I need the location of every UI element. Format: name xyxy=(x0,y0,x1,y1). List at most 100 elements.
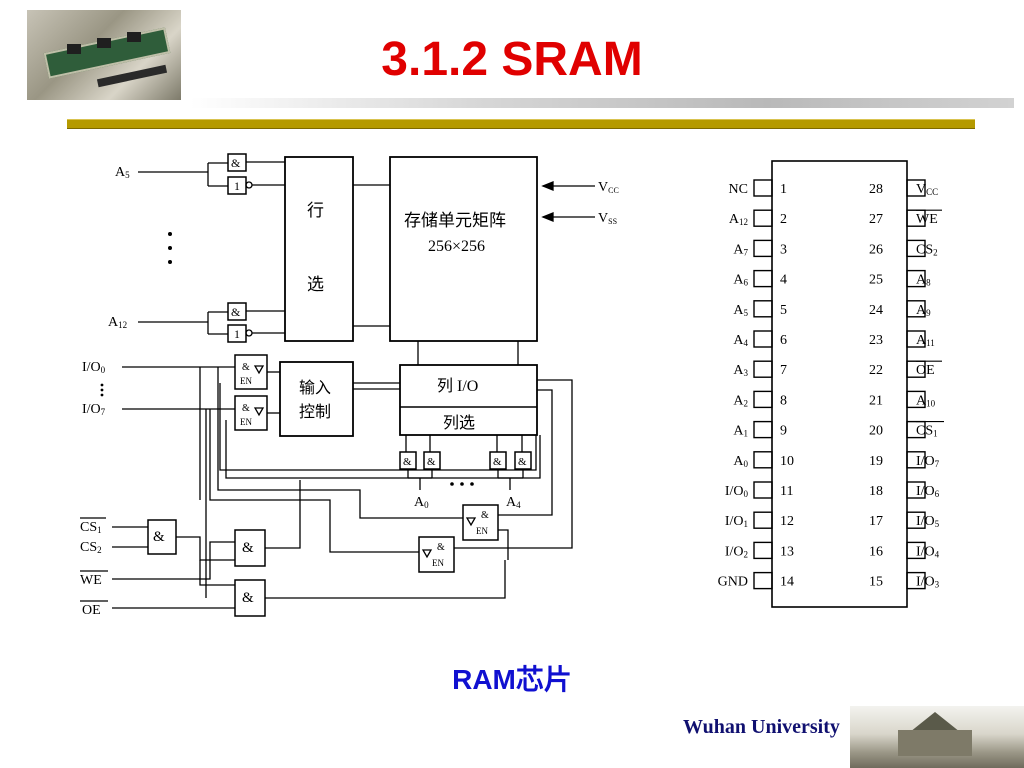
svg-text:&: & xyxy=(242,403,250,414)
pin-box-right xyxy=(906,300,926,318)
pin-number-right: 15 xyxy=(869,575,883,590)
pin-name-right: I/O5 xyxy=(916,514,940,529)
svg-text:VSS: VSS xyxy=(598,211,617,226)
figure-caption: RAM芯片 xyxy=(452,664,572,695)
svg-text:&: & xyxy=(231,156,241,170)
svg-text:输入: 输入 xyxy=(299,379,331,397)
io-bottom-input: I/O7 xyxy=(82,402,235,417)
svg-text:A12: A12 xyxy=(108,315,127,330)
pin-number-left: 7 xyxy=(780,363,787,378)
pin-name-right: I/O7 xyxy=(916,454,940,469)
pin-box-right xyxy=(906,239,926,258)
pin-box-left xyxy=(753,360,773,378)
pin-name-right: A10 xyxy=(916,393,936,408)
pin-number-left: 5 xyxy=(780,303,787,318)
pin-name-right: CS2 xyxy=(916,242,938,257)
pin-box-right xyxy=(906,390,926,409)
pin-box-right xyxy=(906,571,926,590)
pin-number-right: 21 xyxy=(869,393,883,408)
svg-text:EN: EN xyxy=(432,558,444,568)
vcc-input: VCC xyxy=(541,180,619,195)
pin-name-right: I/O6 xyxy=(916,484,940,499)
pin-number-right: 17 xyxy=(869,514,883,529)
pin-box-left xyxy=(753,481,773,499)
a0-label: A0 xyxy=(414,495,429,510)
pin-name-left: A5 xyxy=(733,303,748,318)
svg-text:&: & xyxy=(481,510,489,521)
vertical-ellipsis xyxy=(168,232,172,264)
title-underline-gradient xyxy=(190,98,1014,108)
pin-number-left: 11 xyxy=(780,484,793,499)
output-buffer-2 xyxy=(418,536,455,573)
svg-text:列选: 列选 xyxy=(443,414,475,432)
svg-text:256×256: 256×256 xyxy=(428,238,485,255)
svg-text:&: & xyxy=(403,456,412,468)
pin-box-right xyxy=(906,481,926,499)
pin-number-right: 25 xyxy=(869,273,883,288)
we-input: WE xyxy=(80,570,200,588)
pin-box-right xyxy=(906,451,926,469)
pin-number-right: 16 xyxy=(869,544,883,559)
svg-text:I/O7: I/O7 xyxy=(82,402,106,417)
output-buffer-1 xyxy=(462,504,499,541)
pin-box-left xyxy=(753,239,773,258)
svg-text:EN: EN xyxy=(476,526,488,536)
row-select-block xyxy=(284,156,354,342)
footer-university: Wuhan University xyxy=(683,716,840,738)
pin-number-left: 13 xyxy=(780,544,794,559)
svg-text:&: & xyxy=(242,590,254,606)
svg-text:&: & xyxy=(242,540,254,556)
svg-text:CS1: CS1 xyxy=(80,520,102,535)
svg-text:列 I/O: 列 I/O xyxy=(437,377,478,395)
pin-box-right xyxy=(906,330,926,348)
input-control-block xyxy=(279,361,354,437)
pin-name-right: A8 xyxy=(916,273,931,288)
pin-name-right: VCC xyxy=(916,182,938,197)
svg-text:存储单元矩阵: 存储单元矩阵 xyxy=(404,211,506,230)
pin-name-right: A9 xyxy=(916,303,931,318)
svg-text:1: 1 xyxy=(234,179,240,193)
pin-number-right: 24 xyxy=(869,303,883,318)
pin-box-left xyxy=(753,420,773,439)
pin-box-left xyxy=(753,300,773,318)
pin-number-right: 28 xyxy=(869,182,883,197)
pin-number-left: 14 xyxy=(780,575,794,590)
pin-box-left xyxy=(753,541,773,560)
svg-text:OE: OE xyxy=(82,603,101,618)
cs1-input: CS1 xyxy=(80,517,148,535)
pin-number-left: 10 xyxy=(780,454,794,469)
svg-text:EN: EN xyxy=(240,376,252,386)
pin-number-left: 2 xyxy=(780,212,787,227)
oe-input: OE xyxy=(80,600,235,618)
pin-name-left: GND xyxy=(718,575,748,590)
svg-text:CS2: CS2 xyxy=(80,540,102,555)
pin-number-right: 22 xyxy=(869,363,883,378)
column-io-block xyxy=(399,364,538,436)
pin-name-right: CS1 xyxy=(916,424,938,439)
pin-name-right: I/O4 xyxy=(916,544,940,559)
pin-box-left xyxy=(753,269,773,288)
pin-name-left: NC xyxy=(729,182,748,197)
io-ellipsis xyxy=(100,383,104,397)
slide-title: 3.1.2 SRAM xyxy=(381,33,643,86)
pin-box-left xyxy=(753,390,773,409)
pin-box-left xyxy=(753,571,773,590)
svg-text:&: & xyxy=(427,456,436,468)
pin-box-left xyxy=(753,511,773,529)
pin-name-left: A0 xyxy=(733,454,748,469)
pin-number-right: 26 xyxy=(869,242,883,257)
pin-number-right: 19 xyxy=(869,454,883,469)
column-ellipsis xyxy=(450,482,474,486)
pin-number-right: 18 xyxy=(869,484,883,499)
accent-bar xyxy=(67,119,975,129)
pin-number-right: 23 xyxy=(869,333,883,348)
svg-text:WE: WE xyxy=(80,573,102,588)
svg-text:&: & xyxy=(231,305,241,319)
pin-number-left: 3 xyxy=(780,242,787,257)
pin-number-right: 20 xyxy=(869,424,883,439)
svg-text:&: & xyxy=(518,456,527,468)
svg-text:行: 行 xyxy=(307,201,324,220)
svg-text:选: 选 xyxy=(307,275,324,294)
pin-number-left: 6 xyxy=(780,333,787,348)
pin-name-left: A4 xyxy=(733,333,748,348)
